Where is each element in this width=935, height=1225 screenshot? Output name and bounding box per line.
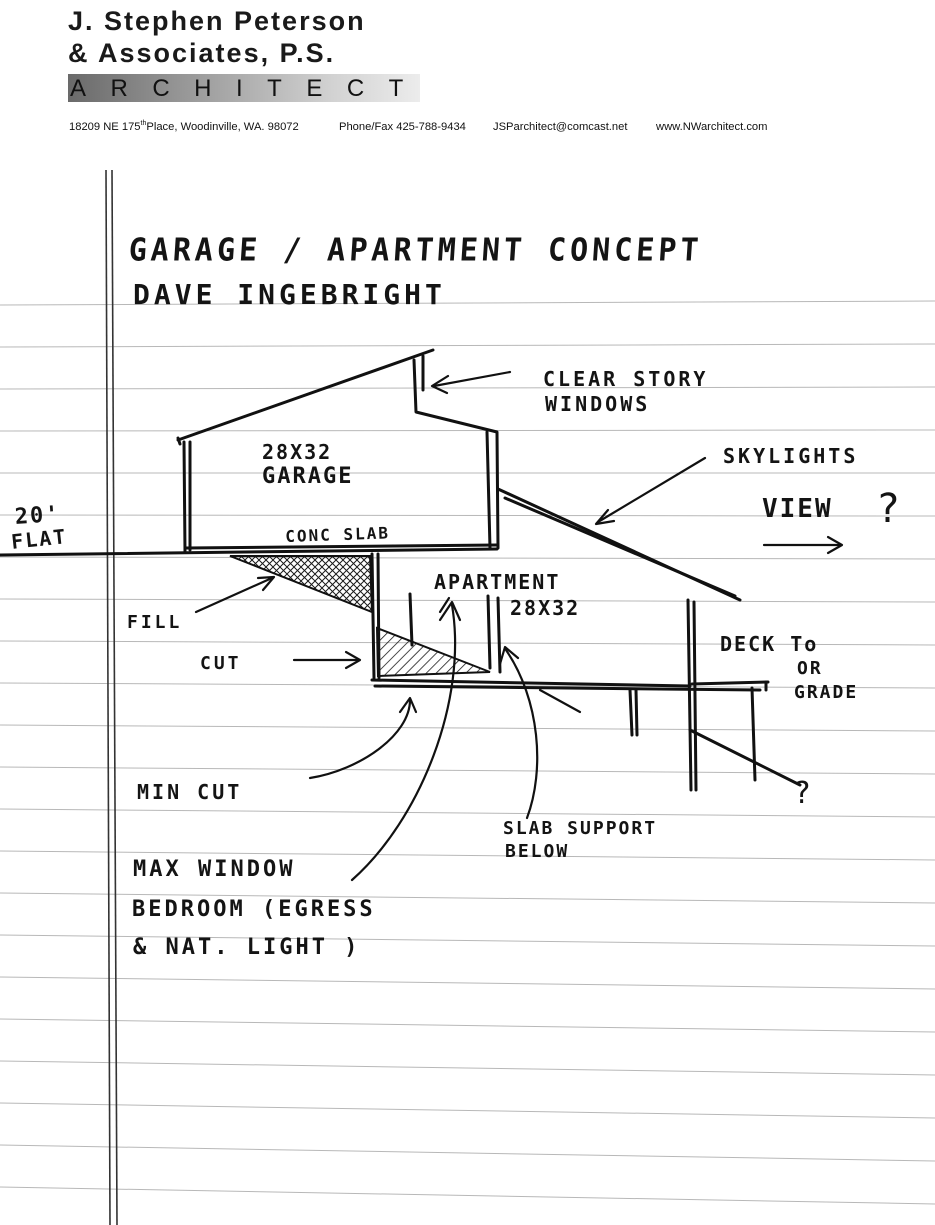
garage-dimensions: 28X32 — [262, 440, 333, 464]
sketch-title: GARAGE / APARTMENT CONCEPT — [127, 232, 704, 269]
clearstory-label-line1: CLEAR STORY — [543, 367, 709, 391]
apartment-label: APARTMENT — [434, 570, 561, 594]
architect-label: ARCHITECT — [70, 75, 428, 102]
website-link[interactable]: www.NWarchitect.com — [656, 120, 768, 133]
ruled-lines — [0, 300, 935, 1205]
firm-name-line1: J. Stephen Peterson — [68, 6, 366, 36]
conc-slab-label: CONC SLAB — [285, 523, 391, 546]
fill-hatch — [229, 555, 374, 614]
slab-support-label-line1: SLAB SUPPORT — [503, 818, 658, 839]
min-cut-label: MIN CUT — [137, 780, 243, 804]
view-label: VIEW — [762, 494, 833, 524]
firm-name-line2: & Associates, P.S. — [68, 38, 336, 68]
deck-label-line2: OR — [797, 658, 823, 679]
address-city: Place, Woodinville, WA. 98072 — [146, 120, 299, 133]
view-question-mark: ? — [876, 486, 901, 532]
bedroom-label: BEDROOM (EGRESS — [132, 897, 376, 922]
fill-label: FILL — [127, 612, 183, 633]
cut-hatch — [375, 626, 491, 678]
cut-label: CUT — [200, 653, 242, 674]
address-street: 18209 NE 175 — [69, 120, 141, 133]
clearstory-label-line2: WINDOWS — [545, 392, 651, 416]
nat-light-label: & NAT. LIGHT ) — [133, 935, 361, 960]
skylights-label: SKYLIGHTS — [723, 444, 859, 468]
annotation-arrows — [194, 370, 844, 882]
deck-label-line3: GRADE — [794, 682, 859, 703]
slab-support-label-line2: BELOW — [505, 841, 570, 862]
max-window-label: MAX WINDOW — [133, 857, 296, 882]
garage-label: GARAGE — [262, 464, 354, 489]
ground-question-mark: ? — [793, 776, 812, 811]
client-name: DAVE INGEBRIGHT — [133, 278, 446, 311]
garage-outline — [0, 348, 500, 557]
phone: Phone/Fax 425-788-9434 — [339, 120, 466, 133]
apartment-dimensions: 28X32 — [510, 596, 581, 620]
letterhead: J. Stephen Peterson & Associates, P.S. A… — [0, 0, 935, 150]
contact-line: 18209 NE 175th Place, Woodinville, WA. 9… — [69, 120, 767, 133]
address-ordinal: th — [140, 120, 147, 127]
email-link[interactable]: JSParchitect@comcast.net — [493, 120, 628, 133]
deck-label-line1: DECK To — [720, 632, 819, 656]
apartment-outline — [370, 487, 802, 792]
address: 18209 NE 175th Place, Woodinville, WA. 9… — [69, 120, 339, 133]
margin-lines — [105, 169, 118, 1225]
architect-band — [68, 74, 420, 102]
